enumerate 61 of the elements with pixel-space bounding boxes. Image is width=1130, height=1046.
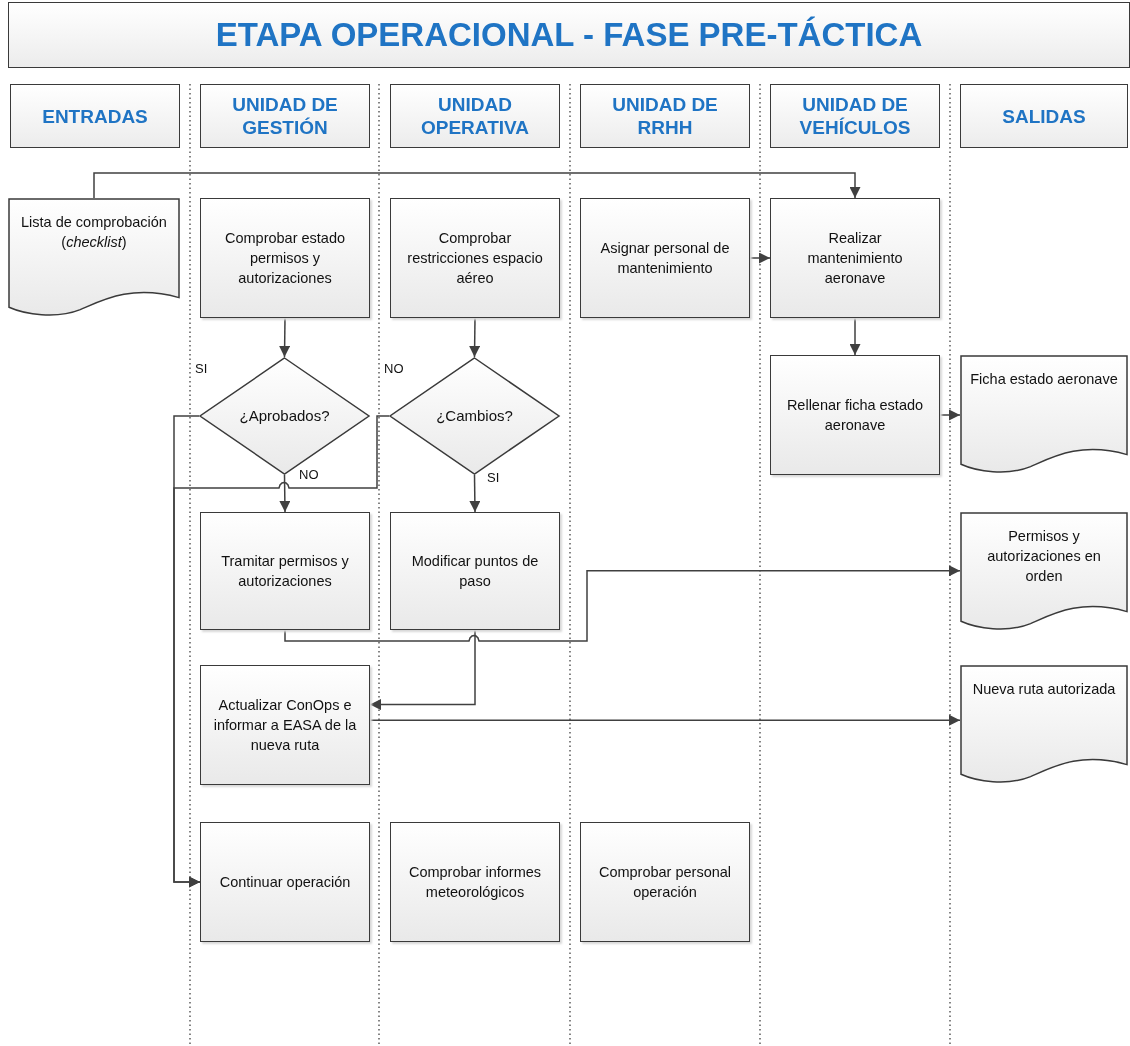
arrow [939,409,961,421]
node-text: Comprobar informes meteorológicos [407,863,543,902]
lane-title: UNIDAD DE VEHÍCULOS [798,93,912,139]
lane-title: SALIDAS [1002,104,1086,128]
node-text: Rellenar ficha estado aeronave [785,396,925,435]
title: ETAPA OPERACIONAL - FASE PRE-TÁCTICA [8,2,1130,68]
arrow [93,172,861,199]
node-text: Nueva ruta autorizada [971,680,1117,699]
arrow [279,474,291,513]
process-box [390,198,560,318]
lane-header [770,84,940,148]
process-box [580,198,750,318]
node-text: ¿Cambios? [435,406,514,426]
process-box [200,665,370,785]
node-text: ¿Aprobados? [238,406,331,426]
node-text: Comprobar personal operación [597,863,733,902]
document-shape [960,512,1128,632]
process-box [390,512,560,630]
document-shape [8,198,180,318]
process-box [390,822,560,942]
arrow [749,252,771,264]
arrow [369,629,476,711]
lane-title: UNIDAD DE RRHH [611,93,719,139]
arrow [284,565,961,642]
node-text: Permisos y autorizaciones en orden [986,527,1102,586]
arrow [279,317,291,358]
lane-title: UNIDAD DE GESTIÓN [231,93,339,139]
edge-label: NO [383,361,405,376]
process-box [580,822,750,942]
lane-header [960,84,1128,148]
process-box [200,822,370,942]
arrow [469,317,481,358]
process-box [200,198,370,318]
node-text: Tramitar permisos y autorizaciones [220,552,350,591]
lane-header [10,84,180,148]
node-text: Lista de comprobación (checklist) [20,213,168,252]
node-text: Comprobar restricciones espacio aéreo [406,229,544,288]
node-text: Realizar mantenimiento aeronave [806,229,904,288]
node-text: Continuar operación [218,873,352,892]
edge-label: NO [298,467,320,482]
lane-header [580,84,750,148]
process-box [770,198,940,318]
node-text: Modificar puntos de paso [410,552,540,591]
arrow [173,415,390,888]
edge-label: SI [194,361,209,376]
node-text: Ficha estado aeronave [969,370,1119,389]
arrow [369,714,961,726]
node-text: Actualizar ConOps e informar a EASA de la nueva ruta [212,696,358,755]
process-box [770,355,940,475]
edge-label: SI [486,470,501,485]
lane-header [390,84,560,148]
document-shape [960,665,1128,785]
lane-title: ENTRADAS [42,104,148,128]
process-box [200,512,370,630]
lane-header [200,84,370,148]
arrow [469,474,481,513]
node-text: Comprobar estado permisos y autorizaciones [223,229,347,288]
document-shape [960,355,1128,475]
node-text: Asignar personal de mantenimiento [599,239,731,278]
arrow [849,317,861,356]
lane-title: UNIDAD OPERATIVA [420,93,530,139]
